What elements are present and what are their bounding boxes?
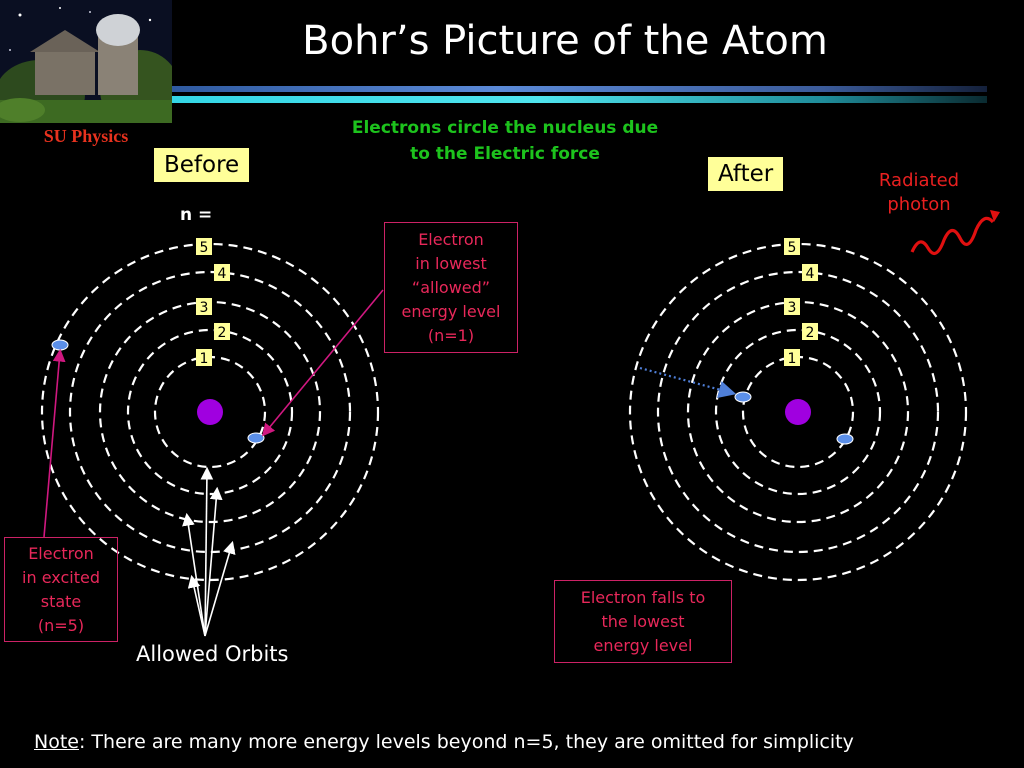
callout-excited-line-4: (n=5) xyxy=(37,616,85,635)
radiated-photon-label: Radiated photon xyxy=(860,169,978,217)
callout-excited-state: Electron in excited state (n=5) xyxy=(4,537,118,642)
note-text: : There are many more energy levels beyo… xyxy=(78,731,854,753)
title-divider-cyan xyxy=(172,96,987,103)
callout-lowest-line-3: “allowed” xyxy=(411,278,491,297)
su-physics-label: SU Physics xyxy=(43,126,129,146)
before-electron-n5 xyxy=(51,339,69,351)
su-physics-logo xyxy=(0,0,180,130)
after-tag-5: 5 xyxy=(788,240,797,256)
n-equals-label: n = xyxy=(180,205,213,225)
before-electron-n1 xyxy=(247,432,265,444)
electron-fall-arrow xyxy=(639,366,737,399)
subtitle-text: Electrons circle the nucleus due to the … xyxy=(351,118,659,164)
callout-falls-line-3: energy level xyxy=(593,636,693,655)
before-orbit-tags: 5 4 3 2 1 xyxy=(196,238,230,367)
before-tag-3: 3 xyxy=(200,300,209,316)
allowed-orbits-label: Allowed Orbits xyxy=(136,642,289,666)
after-orbit-5 xyxy=(628,242,968,582)
before-nucleus xyxy=(197,399,223,425)
radiated-line-1: Radiated xyxy=(878,170,960,191)
before-tag-5: 5 xyxy=(200,240,209,256)
callout-falls-line-1: Electron falls to xyxy=(580,588,706,607)
after-orbit-4 xyxy=(656,270,940,554)
photon-arrowhead xyxy=(990,210,1000,222)
callout-excited-line-3: state xyxy=(40,592,82,611)
callout-falls-line-2: the lowest xyxy=(601,612,685,631)
callout-lowest-line-2: in lowest xyxy=(415,254,487,273)
before-tag-1: 1 xyxy=(200,351,209,367)
page-title: Bohr’s Picture of the Atom xyxy=(302,18,828,64)
before-tag-2: 2 xyxy=(218,325,227,341)
title-divider-blue xyxy=(172,86,987,92)
after-electron-n1 xyxy=(836,433,854,445)
pointer-excited-state xyxy=(43,348,66,538)
callout-electron-falls: Electron falls to the lowest energy leve… xyxy=(554,580,732,663)
note-word: Note xyxy=(34,731,79,753)
callout-lowest-line-1: Electron xyxy=(418,230,484,249)
before-tag-4: 4 xyxy=(218,266,227,282)
callout-excited-line-2: in excited xyxy=(22,568,100,587)
before-orbit-4 xyxy=(68,270,352,554)
after-label: After xyxy=(708,157,784,191)
footnote: Note: There are many more energy levels … xyxy=(34,731,854,753)
callout-lowest-line-4: energy level xyxy=(401,302,501,321)
after-orbit-2 xyxy=(714,328,882,496)
after-nucleus xyxy=(785,399,811,425)
after-tag-3: 3 xyxy=(788,300,797,316)
callout-excited-line-1: Electron xyxy=(28,544,94,563)
callout-lowest-line-5: (n=1) xyxy=(427,326,475,345)
before-label: Before xyxy=(154,148,250,182)
radiated-line-2: photon xyxy=(887,194,951,215)
after-tag-2: 2 xyxy=(806,325,815,341)
after-tag-4: 4 xyxy=(806,266,815,282)
callout-lowest-level: Electron in lowest “allowed” energy leve… xyxy=(384,222,518,353)
after-orbit-tags: 5 4 3 2 1 xyxy=(784,238,818,367)
allowed-orbits-arrows xyxy=(182,466,236,637)
after-tag-1: 1 xyxy=(788,351,797,367)
after-electron-fallen xyxy=(734,391,752,403)
pointer-lowest-level xyxy=(261,289,384,437)
photon-wave xyxy=(910,216,995,256)
